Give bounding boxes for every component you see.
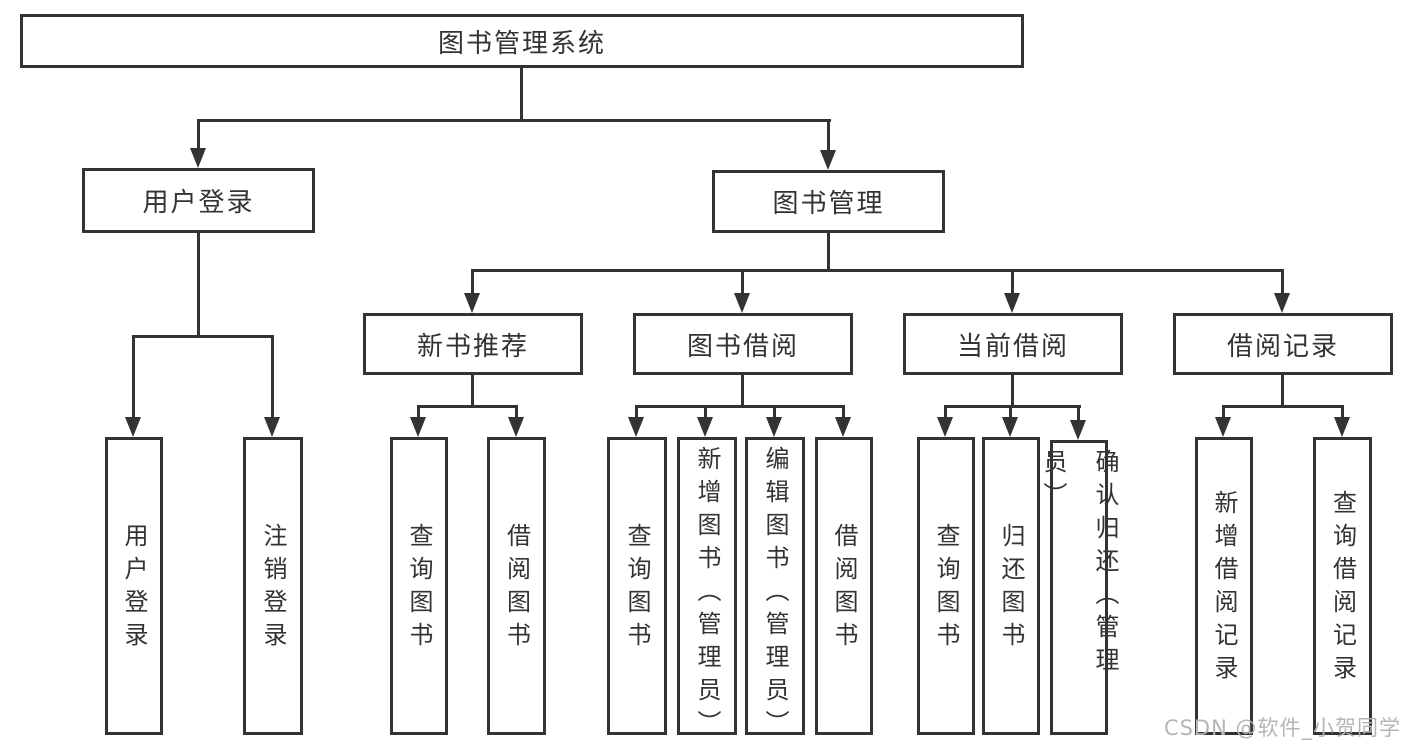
- arrowhead-bb-add: [697, 417, 713, 437]
- connector-drop-leaf-login: [132, 335, 135, 419]
- arrowhead-cb-return: [1002, 417, 1018, 437]
- connector-root-bar: [197, 119, 831, 122]
- connector-drop-bb-borrow: [842, 405, 845, 419]
- connector-drop-bb-query: [635, 405, 638, 419]
- leaf-add-borrow-record: 新增借阅记录: [1195, 437, 1253, 735]
- connector-drop-borrowrecords: [1281, 269, 1284, 295]
- connector-currentborrow-bar: [944, 405, 1081, 408]
- connector-drop-leaf-logout: [271, 335, 274, 419]
- node-user-login: 用户登录: [82, 168, 315, 233]
- connector-drop-cb-confirm: [1077, 405, 1080, 421]
- arrowhead-rec-borrow: [508, 417, 524, 437]
- arrowhead-bb-edit: [766, 417, 782, 437]
- connector-drop-recommend: [471, 269, 474, 295]
- arrowhead-borrowrecords: [1274, 293, 1290, 313]
- arrowhead-br-query: [1334, 417, 1350, 437]
- node-borrow-records: 借阅记录: [1173, 313, 1393, 375]
- arrowhead-cb-query: [937, 417, 953, 437]
- connector-drop-book-management: [827, 119, 830, 154]
- connector-drop-br-query: [1341, 405, 1344, 419]
- connector-bookmgmt-stem: [827, 231, 830, 272]
- connector-borrowrecords-stem: [1281, 373, 1284, 407]
- arrowhead-br-add: [1215, 417, 1231, 437]
- leaf-add-books-admin: 新增图书（管理员）: [677, 437, 737, 743]
- connector-drop-rec-borrow: [515, 405, 518, 419]
- connector-drop-bookborrow: [741, 269, 744, 295]
- node-book-borrow: 图书借阅: [633, 313, 853, 375]
- connector-userlogin-stem: [197, 231, 200, 337]
- connector-bookborrow-stem: [741, 373, 744, 407]
- leaf-query-books-recommend: 查询图书: [390, 437, 448, 735]
- connector-drop-cb-return: [1009, 405, 1012, 419]
- connector-drop-br-add: [1222, 405, 1225, 419]
- arrowhead-leaf-login: [125, 417, 141, 437]
- connector-recommend-stem: [471, 373, 474, 407]
- connector-drop-user-login: [197, 119, 200, 152]
- connector-bookborrow-bar: [635, 405, 845, 408]
- arrowhead-book-management: [820, 150, 836, 170]
- arrowhead-bb-query: [628, 417, 644, 437]
- connector-drop-bb-edit: [773, 405, 776, 419]
- node-root-library-system: 图书管理系统: [20, 14, 1024, 68]
- leaf-query-books-borrow: 查询图书: [607, 437, 667, 735]
- arrowhead-recommend: [464, 293, 480, 313]
- csdn-watermark: CSDN @软件_小贺同学: [1163, 716, 1401, 740]
- arrowhead-currentborrow: [1004, 293, 1020, 313]
- connector-userlogin-bar: [132, 335, 274, 338]
- connector-drop-cb-query: [944, 405, 947, 419]
- node-current-borrow: 当前借阅: [903, 313, 1123, 375]
- connector-bookmgmt-bar: [471, 269, 1284, 272]
- node-book-management: 图书管理: [712, 170, 945, 233]
- arrowhead-leaf-logout: [264, 417, 280, 437]
- leaf-borrow-books-recommend: 借阅图书: [487, 437, 546, 735]
- leaf-user-login: 用户登录: [105, 437, 163, 735]
- leaf-logout: 注销登录: [243, 437, 303, 735]
- arrowhead-bb-borrow: [835, 417, 851, 437]
- leaf-return-books: 归还图书: [982, 437, 1040, 735]
- arrowhead-rec-query: [410, 417, 426, 437]
- leaf-confirm-return-admin: 确认归还（管理员）: [1039, 440, 1119, 735]
- connector-drop-bb-add: [704, 405, 707, 419]
- arrowhead-user-login: [190, 148, 206, 168]
- leaf-query-books-current: 查询图书: [917, 437, 975, 735]
- node-new-book-recommend: 新书推荐: [363, 313, 583, 375]
- arrowhead-bookborrow: [734, 293, 750, 313]
- leaf-edit-books-admin: 编辑图书（管理员）: [745, 437, 805, 743]
- connector-recommend-bar: [417, 405, 518, 408]
- arrowhead-cb-confirm: [1070, 420, 1086, 440]
- leaf-query-borrow-record: 查询借阅记录: [1313, 437, 1372, 735]
- connector-borrowrecords-bar: [1222, 405, 1344, 408]
- connector-root-stem: [520, 66, 523, 121]
- connector-currentborrow-stem: [1011, 373, 1014, 407]
- connector-drop-currentborrow: [1011, 269, 1014, 295]
- connector-drop-rec-query: [417, 405, 420, 419]
- leaf-borrow-books: 借阅图书: [815, 437, 873, 735]
